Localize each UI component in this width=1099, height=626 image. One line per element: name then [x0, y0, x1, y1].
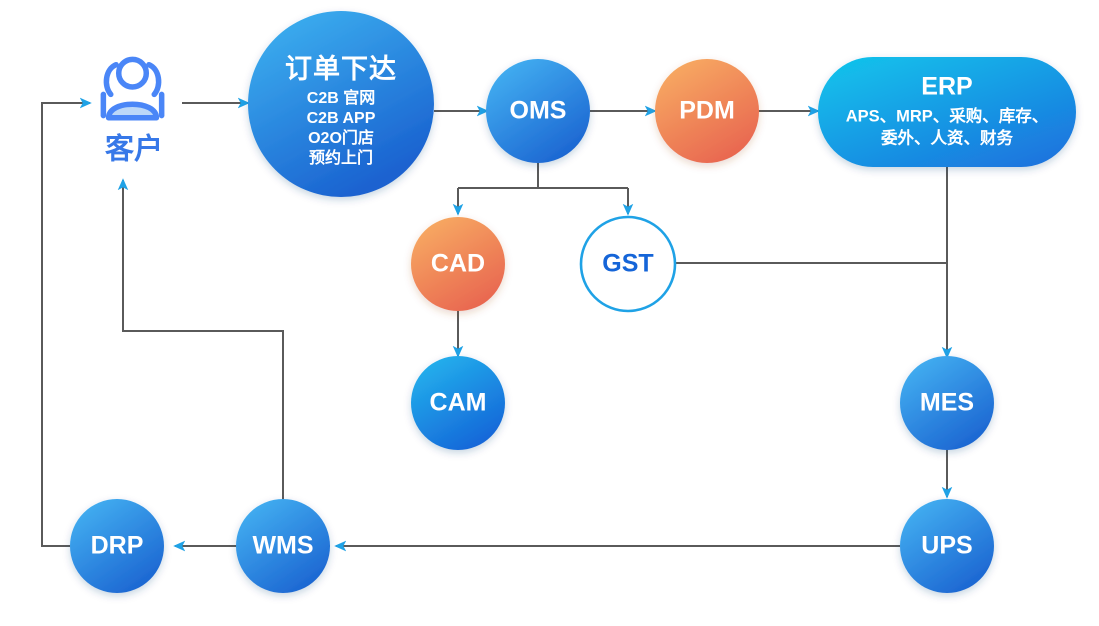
node-wms-label: WMS	[252, 532, 313, 560]
node-pdm-label: PDM	[679, 97, 735, 125]
node-order[interactable]: 订单下达 C2B 官网 C2B APP O2O门店 预约上门	[248, 11, 434, 197]
node-gst-label: GST	[602, 250, 653, 278]
connector-layer	[41, 97, 953, 552]
node-pdm-shape[interactable]	[655, 59, 759, 163]
node-order-shape[interactable]	[248, 11, 434, 197]
node-cam-label: CAM	[430, 389, 487, 417]
node-order-line-1: C2B APP	[307, 110, 376, 127]
node-ups[interactable]: UPS	[900, 499, 994, 593]
node-gst-shape[interactable]	[579, 215, 677, 313]
node-drp[interactable]: DRP	[70, 499, 164, 593]
node-order-line-2: O2O门店	[308, 128, 374, 147]
node-customer[interactable]: 客户	[100, 56, 165, 166]
node-gst[interactable]: GST	[579, 215, 677, 313]
node-erp-line-1: 委外、人资、财务	[880, 127, 1014, 147]
node-erp-line-0: APS、MRP、采购、库存、	[846, 105, 1049, 125]
node-mes-label: MES	[920, 389, 974, 417]
node-drp-shape[interactable]	[70, 499, 164, 593]
node-order-line-0: C2B 官网	[307, 88, 375, 107]
node-ups-shape[interactable]	[900, 499, 994, 593]
edge-drp-to-customer	[41, 97, 92, 547]
node-order-title: 订单下达	[285, 54, 397, 84]
node-cam-shape[interactable]	[411, 356, 505, 450]
node-oms[interactable]: OMS	[486, 59, 590, 163]
node-cad-shape[interactable]	[411, 217, 505, 311]
users-group-icon	[100, 56, 165, 121]
node-mes-shape[interactable]	[900, 356, 994, 450]
node-cad[interactable]: CAD	[411, 217, 505, 311]
node-pdm[interactable]: PDM	[655, 59, 759, 163]
edge-wms-to-customer	[117, 178, 284, 500]
node-oms-shape[interactable]	[486, 59, 590, 163]
node-mes[interactable]: MES	[900, 356, 994, 450]
node-oms-label: OMS	[510, 97, 567, 125]
node-cad-label: CAD	[431, 250, 485, 278]
node-erp-shape[interactable]	[818, 57, 1076, 167]
node-erp-title: ERP	[921, 73, 972, 101]
node-cam[interactable]: CAM	[411, 356, 505, 450]
node-ups-label: UPS	[921, 532, 972, 560]
node-order-line-3: 预约上门	[309, 148, 373, 167]
node-drp-label: DRP	[91, 532, 144, 560]
customer-label: 客户	[105, 132, 163, 166]
node-erp[interactable]: ERP APS、MRP、采购、库存、 委外、人资、财务	[818, 57, 1076, 167]
node-wms-shape[interactable]	[236, 499, 330, 593]
node-wms[interactable]: WMS	[236, 499, 330, 593]
